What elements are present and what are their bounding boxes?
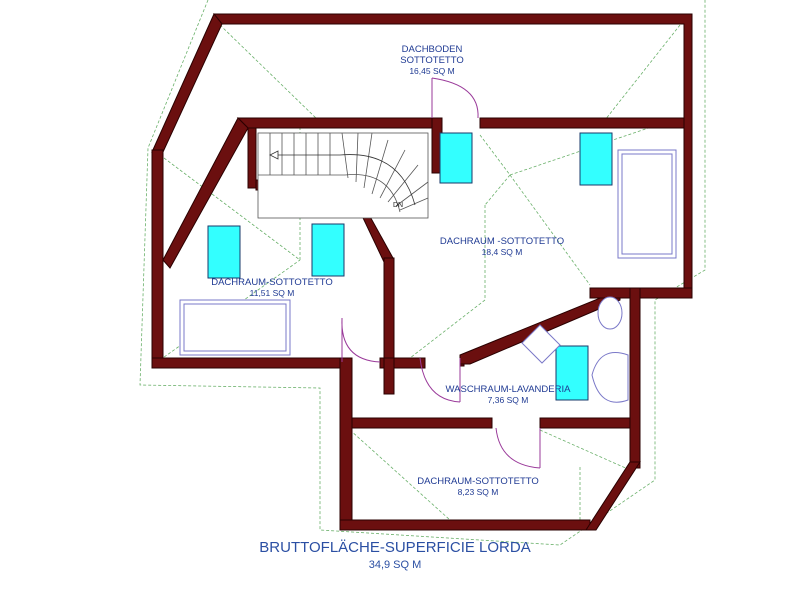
room-area: 11,51 SQ M — [250, 288, 295, 298]
skylight — [439, 132, 473, 184]
bathtub-icon — [591, 352, 629, 403]
room-name: SOTTOTETTO — [400, 55, 464, 66]
room-area: 8,23 SQ M — [458, 487, 499, 497]
summary-total: 34,9 SQ M — [369, 559, 422, 571]
skylight — [579, 132, 613, 186]
sink-icon — [521, 324, 561, 364]
skylight — [311, 223, 345, 277]
room-name: DACHRAUM-SOTTOTETTO — [417, 476, 539, 487]
room-labels: DACHBODEN SOTTOTETTO 16,45 SQ M DACHRAUM… — [211, 44, 571, 497]
summary-title: BRUTTOFLÄCHE-SUPERFICIE LORDA — [259, 539, 530, 556]
room-name: DACHBODEN — [402, 44, 463, 55]
skylight — [207, 225, 241, 279]
room-area: 18,4 SQ M — [482, 247, 523, 257]
toilet-icon — [597, 296, 623, 330]
room-area: 7,36 SQ M — [488, 395, 529, 405]
doors — [341, 77, 541, 469]
staircase: DN — [257, 132, 429, 219]
skylight — [555, 345, 589, 401]
stairs-label: DN — [393, 202, 403, 209]
skylights — [207, 132, 613, 401]
room-area: 16,45 SQ M — [409, 66, 454, 76]
room-name: DACHRAUM -SOTTOTETTO — [440, 236, 564, 247]
room-name: DACHRAUM-SOTTOTETTO — [211, 277, 333, 288]
fixtures — [179, 149, 677, 403]
summary: BRUTTOFLÄCHE-SUPERFICIE LORDA 34,9 SQ M — [259, 539, 530, 571]
room-name: WASCHRAUM-LAVANDERIA — [446, 384, 572, 395]
